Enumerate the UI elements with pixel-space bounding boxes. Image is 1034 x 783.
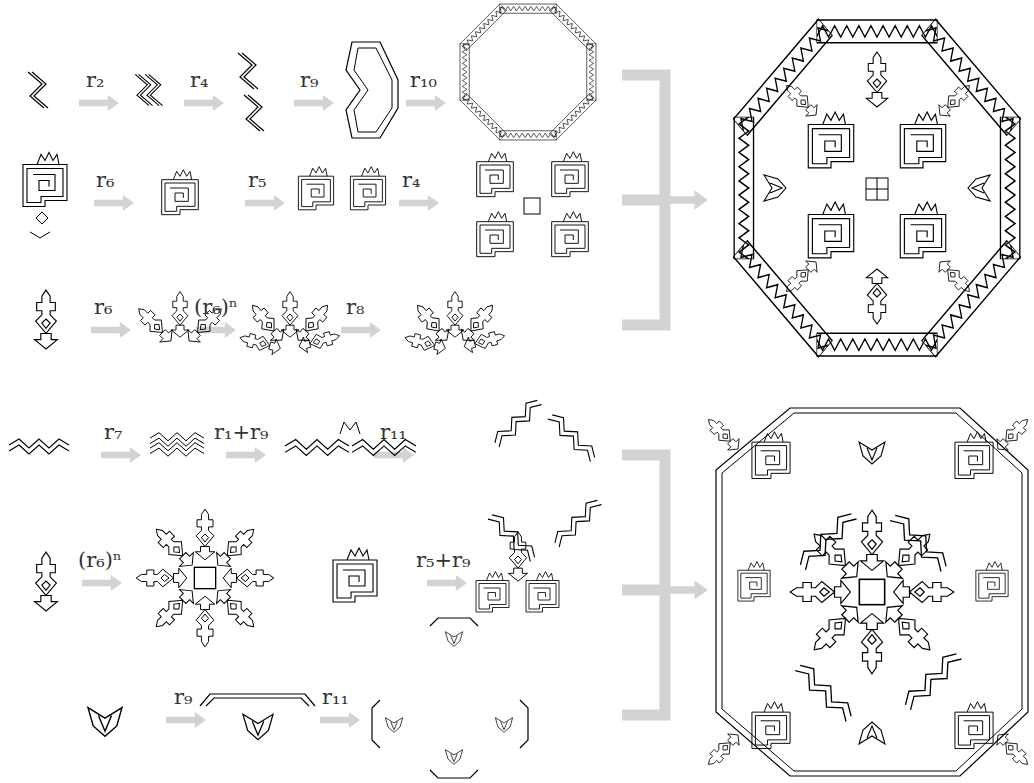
operation-label: r₉ xyxy=(300,70,318,91)
operation-label: r₅ xyxy=(248,170,266,191)
operation-label: r₇ xyxy=(104,422,122,443)
operation-label: r₆ xyxy=(96,170,114,191)
operation-label: r₂ xyxy=(86,70,104,91)
operation-label: r₁₁ xyxy=(322,687,349,708)
operation-label: r₉ xyxy=(174,687,192,708)
operation-label: r₈ xyxy=(346,297,364,318)
operation-label: r₆ xyxy=(94,297,112,318)
operation-label: r₄ xyxy=(190,70,208,91)
operation-label: r₁₁ xyxy=(380,422,407,443)
operation-label: r₅+r₉ xyxy=(416,550,471,571)
operation-label: r₄ xyxy=(402,170,420,191)
operation-label: r₁₀ xyxy=(410,70,437,91)
operation-label: (r₆)ⁿ xyxy=(194,297,238,318)
operation-label: r₁+r₉ xyxy=(214,422,269,443)
operation-label: (r₆)ⁿ xyxy=(78,550,122,571)
